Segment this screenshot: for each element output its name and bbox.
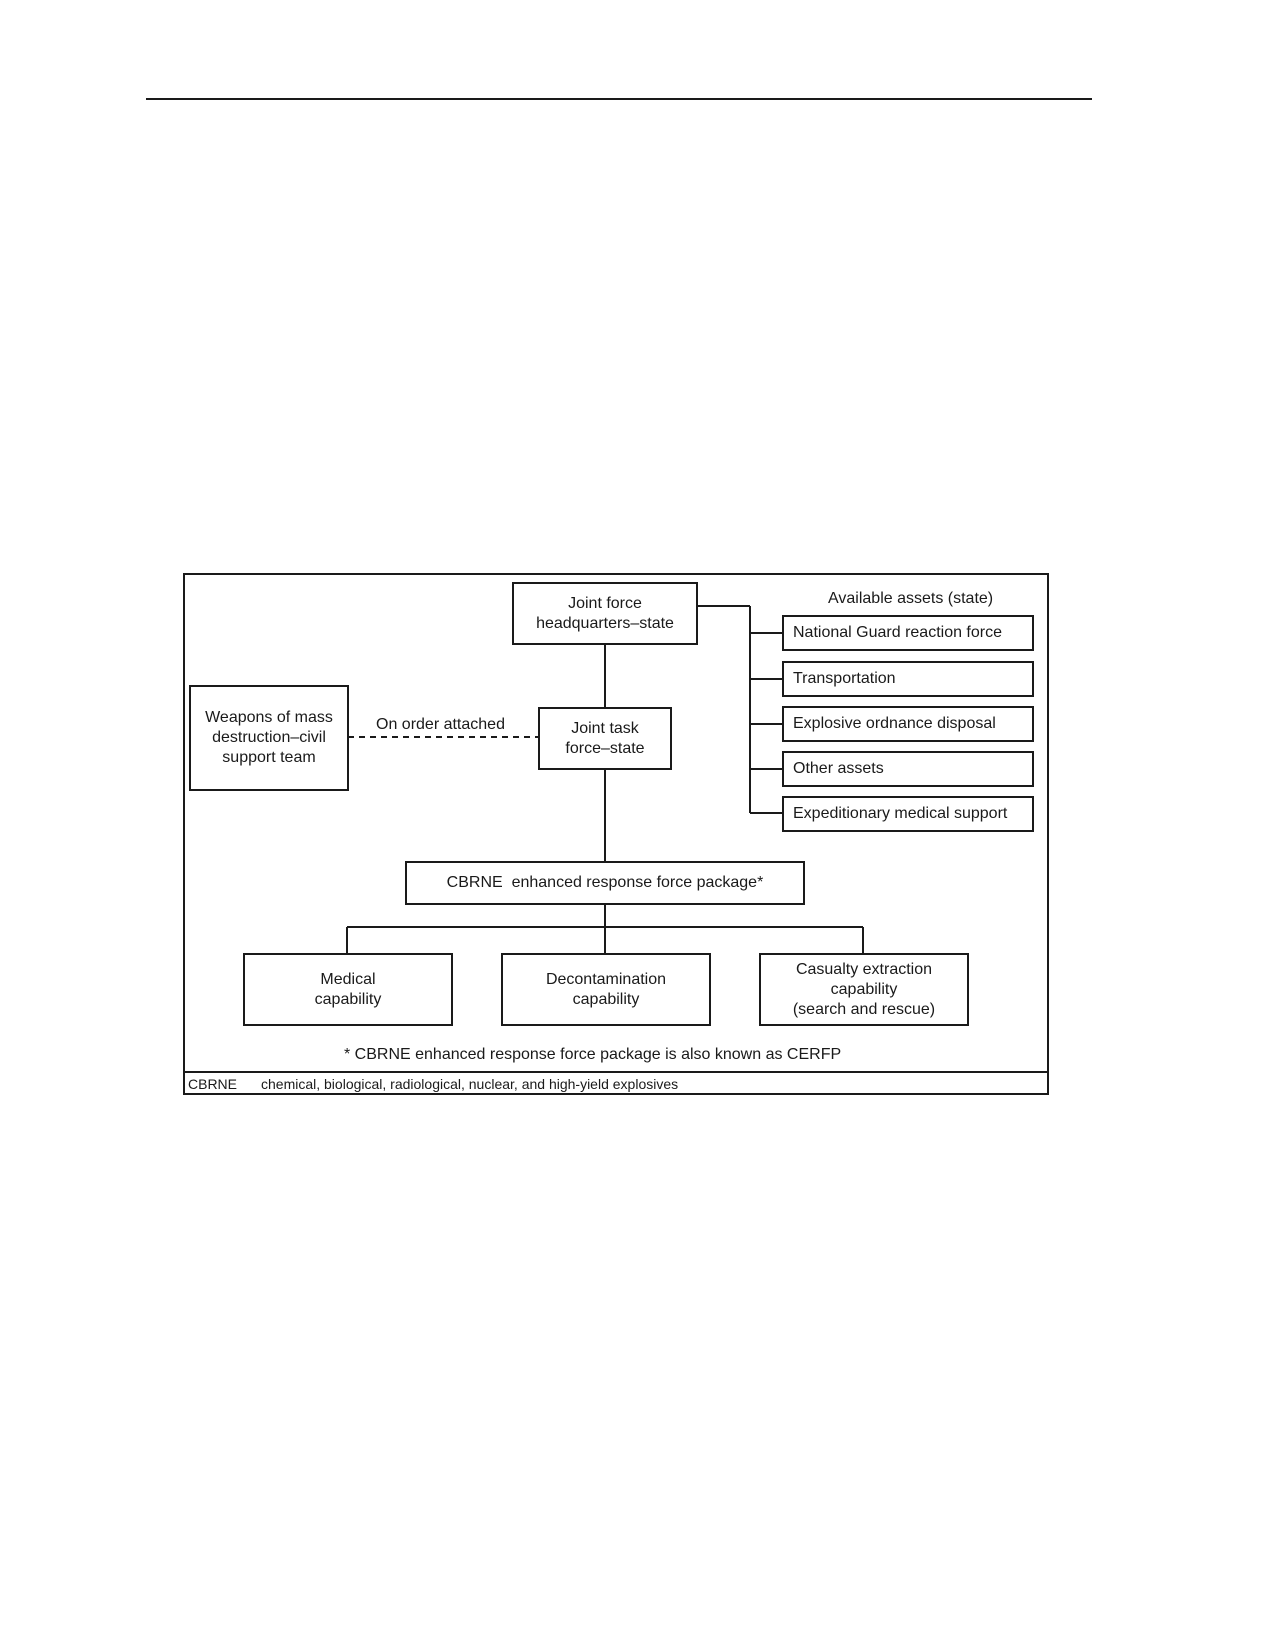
cerfp-footnote: * CBRNE enhanced response force package … [344,1045,842,1065]
wmd-cst-box: Weapons of mass destruction–civil suppor… [189,685,349,791]
legend-definition: chemical, biological, radiological, nucl… [261,1076,679,1092]
joint-task-force-box: Joint task force–state [538,707,672,770]
asset-national-guard: National Guard reaction force [782,615,1034,651]
asset-explosive-ordnance: Explosive ordnance disposal [782,706,1034,742]
available-assets-heading: Available assets (state) [828,589,994,609]
cerfp-box: CBRNE enhanced response force package* [405,861,805,905]
asset-expeditionary-medical: Expeditionary medical support [782,796,1034,832]
header-rule [146,98,1092,100]
decontamination-capability-box: Decontamination capability [501,953,711,1026]
asset-other: Other assets [782,751,1034,787]
legend-term: CBRNE [188,1076,238,1092]
asset-transportation: Transportation [782,661,1034,697]
joint-force-hq-box: Joint force headquarters–state [512,582,698,645]
acronym-legend: CBRNE chemical, biological, radiological… [183,1071,1049,1095]
on-order-attached-label: On order attached [376,715,505,735]
casualty-extraction-box: Casualty extraction capability (search a… [759,953,969,1026]
figure-frame [183,573,1049,1095]
medical-capability-box: Medical capability [243,953,453,1026]
